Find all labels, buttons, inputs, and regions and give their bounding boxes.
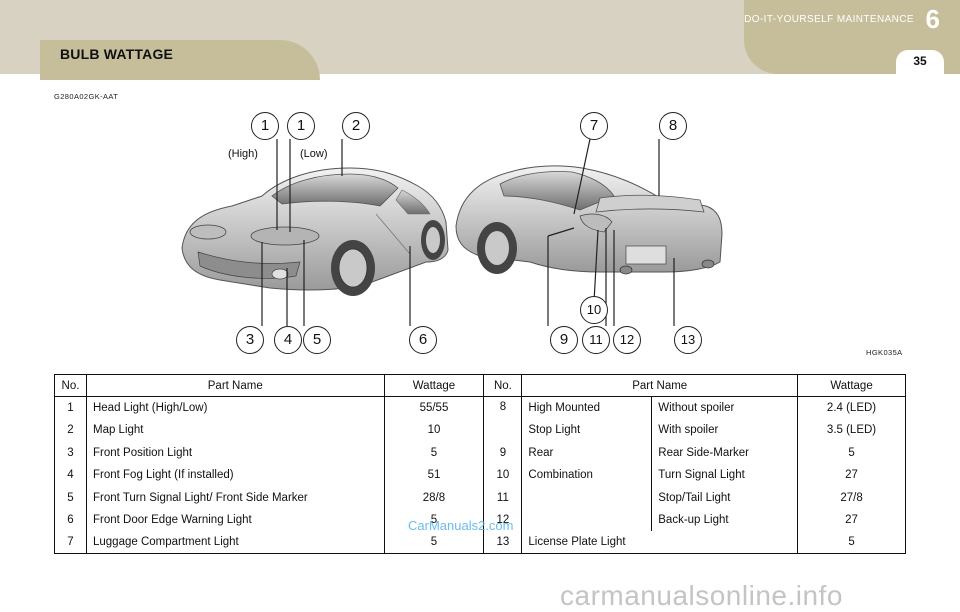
callout-7: 7 xyxy=(580,112,608,140)
page-number: 35 xyxy=(896,50,944,74)
row-no-right: 8 xyxy=(483,396,522,442)
row-no-right: 9 xyxy=(483,441,522,465)
row-group: License Plate Light xyxy=(521,531,798,554)
table-row: 6 Front Door Edge Warning Light 5 12 Bac… xyxy=(55,508,906,532)
callout-4: 4 xyxy=(274,326,302,354)
row-sub: Turn Signal Light xyxy=(651,464,798,487)
row-group: Rear xyxy=(521,441,652,465)
car-illustration xyxy=(181,138,723,326)
callout-11: 11 xyxy=(582,326,610,354)
table-row: 4 Front Fog Light (If installed) 51 10 C… xyxy=(55,464,906,487)
row-wattage-right: 2.4 (LED) xyxy=(797,396,906,420)
leader-lines xyxy=(261,138,675,326)
section-title: BULB WATTAGE xyxy=(60,46,174,62)
row-group xyxy=(521,508,652,532)
table-row: 1 Head Light (High/Low) 55/55 8 High Mou… xyxy=(55,396,906,442)
watermark-overlay: CarManuals2.com xyxy=(408,518,514,533)
row-wattage: 5 xyxy=(383,441,484,465)
callout-1-low: 1 xyxy=(287,112,315,140)
col-header-wattage-right: Wattage xyxy=(797,374,906,398)
document-code: G280A02GK-AAT xyxy=(54,92,119,101)
callout-10: 10 xyxy=(580,296,608,324)
watermark-footer: carmanualsonline.info xyxy=(560,580,843,611)
row-part-name: Front Position Light xyxy=(85,441,385,465)
col-header-wattage: Wattage xyxy=(383,374,484,398)
row-wattage-right: 5 xyxy=(797,531,906,554)
row-no: 6 xyxy=(67,514,74,527)
callout-6: 6 xyxy=(409,326,437,354)
callout-1-high: 1 xyxy=(251,112,279,140)
row-wattage: 5 xyxy=(383,508,484,532)
row-group: High Mounted xyxy=(521,396,652,420)
row-sub: Back-up Light xyxy=(651,508,798,532)
col-header-part-right: Part Name xyxy=(521,374,798,398)
row-part-name: Luggage Compartment Light xyxy=(85,531,385,554)
row-sub: Without spoiler xyxy=(651,396,798,420)
table-row: 2 Map Light 10 Stop Light With spoiler 3… xyxy=(55,419,906,442)
row-wattage-right: 27 xyxy=(797,508,906,532)
callout-3: 3 xyxy=(236,326,264,354)
bulb-wattage-table: No. Part Name Wattage No. Part Name Watt… xyxy=(54,374,906,555)
row-wattage: 51 xyxy=(383,464,484,487)
rear-car-icon xyxy=(455,165,723,275)
table-row: 5 Front Turn Signal Light/ Front Side Ma… xyxy=(55,486,906,509)
chapter-title: DO-IT-YOURSELF MAINTENANCE xyxy=(744,14,914,25)
callout-12: 12 xyxy=(613,326,641,354)
row-no: 1 xyxy=(67,402,74,415)
row-group: Stop Light xyxy=(521,419,652,442)
row-no-right: 13 xyxy=(483,531,522,554)
figure-code: HGK035A xyxy=(866,348,903,357)
row-wattage: 10 xyxy=(383,419,484,442)
row-part-name: Map Light xyxy=(85,419,385,442)
callout-2: 2 xyxy=(342,112,370,140)
row-no: 3 xyxy=(67,446,74,459)
row-no-right: 11 xyxy=(483,486,522,509)
row-group: Combination xyxy=(521,464,652,487)
row-wattage: 5 xyxy=(383,531,484,554)
section-tab xyxy=(40,40,320,80)
callout-8: 8 xyxy=(659,112,687,140)
row-no: 2 xyxy=(67,424,74,437)
col-header-part: Part Name xyxy=(85,374,385,398)
callout-9: 9 xyxy=(550,326,578,354)
chapter-tab: DO-IT-YOURSELF MAINTENANCE 6 xyxy=(744,0,960,74)
row-sub: Rear Side-Marker xyxy=(651,441,798,465)
callout-13: 13 xyxy=(674,326,702,354)
row-wattage-right: 5 xyxy=(797,441,906,465)
tag-low: (Low) xyxy=(300,148,328,160)
row-wattage-right: 27 xyxy=(797,464,906,487)
row-wattage-right: 3.5 (LED) xyxy=(797,419,906,442)
col-header-no-right: No. xyxy=(483,374,522,398)
row-part-name: Front Fog Light (If installed) xyxy=(85,464,385,487)
row-part-name: Front Turn Signal Light/ Front Side Mark… xyxy=(85,486,385,509)
row-part-name: Front Door Edge Warning Light xyxy=(85,508,385,532)
row-part-name: Head Light (High/Low) xyxy=(85,396,385,420)
row-no-right: 10 xyxy=(483,464,522,487)
table-row: 3 Front Position Light 5 9 Rear Rear Sid… xyxy=(55,441,906,465)
row-wattage: 55/55 xyxy=(383,396,484,420)
chapter-number: 6 xyxy=(925,4,940,34)
row-wattage-right: 27/8 xyxy=(797,486,906,509)
tag-high: (High) xyxy=(228,148,258,160)
row-group xyxy=(521,486,652,509)
row-wattage: 28/8 xyxy=(383,486,484,509)
row-no-right: 12 xyxy=(483,508,522,532)
col-header-no: No. xyxy=(54,374,87,398)
table-header-row: No. Part Name Wattage No. Part Name Watt… xyxy=(54,374,906,398)
front-car-icon xyxy=(181,167,449,296)
row-no: 7 xyxy=(67,536,74,549)
row-no: 4 xyxy=(67,469,74,482)
callout-5: 5 xyxy=(303,326,331,354)
row-sub: Stop/Tail Light xyxy=(651,486,798,509)
row-no: 5 xyxy=(67,491,74,504)
row-sub: With spoiler xyxy=(651,419,798,442)
table-row: 7 Luggage Compartment Light 5 13 License… xyxy=(55,531,906,554)
